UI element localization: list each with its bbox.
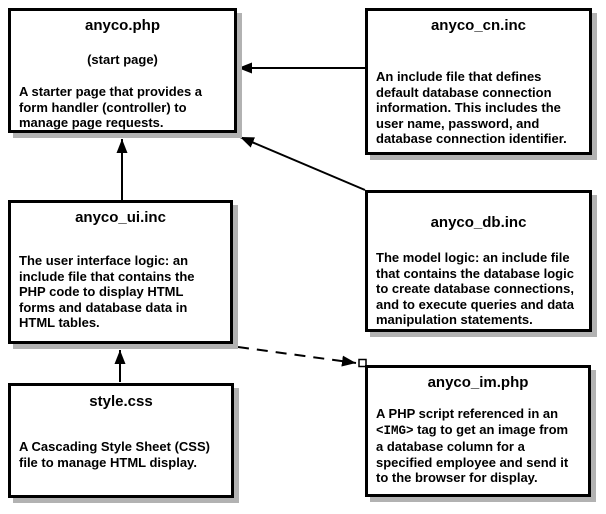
box-body: The user interface logic: an include fil… [19, 253, 195, 330]
box-body: A PHP script referenced in an <IMG> tag t… [368, 406, 588, 486]
box-body: The model logic: an include file that co… [376, 250, 574, 327]
box-anyco-im: anyco_im.php A PHP script referenced in … [365, 365, 591, 497]
box-title: anyco_db.inc [430, 214, 527, 231]
box-title: style.css [89, 393, 153, 410]
box-anyco-ui: anyco_ui.inc The user interface logic: a… [8, 200, 233, 344]
body-line: tag to get an image from [413, 421, 569, 437]
box-body: An include file that defines default dat… [376, 69, 567, 146]
body-line: A PHP script referenced in an [376, 406, 559, 421]
arrow-db-to-php [239, 136, 366, 191]
box-title: anyco_im.php [427, 374, 529, 391]
box-anyco-cn: anyco_cn.inc An include file that define… [365, 8, 592, 155]
box-title: anyco.php [84, 17, 160, 34]
box-title: anyco_ui.inc [75, 209, 166, 226]
box-body: A Cascading Style Sheet (CSS) file to ma… [19, 439, 210, 470]
box-anyco-php: anyco.php (start page) A starter page th… [8, 8, 237, 133]
box-style-css: style.css A Cascading Style Sheet (CSS) … [8, 383, 234, 498]
box-subtitle: (start page) [87, 52, 158, 67]
arrow-ui-to-im-dashed [237, 346, 357, 367]
box-title: anyco_cn.inc [430, 17, 527, 34]
box-anyco-db: anyco_db.inc The model logic: an include… [365, 190, 592, 332]
img-tag-code: <IMG> [376, 423, 414, 438]
box-body: A starter page that provides a form hand… [19, 84, 203, 130]
body-lines: a database column for a specified employ… [376, 439, 569, 485]
